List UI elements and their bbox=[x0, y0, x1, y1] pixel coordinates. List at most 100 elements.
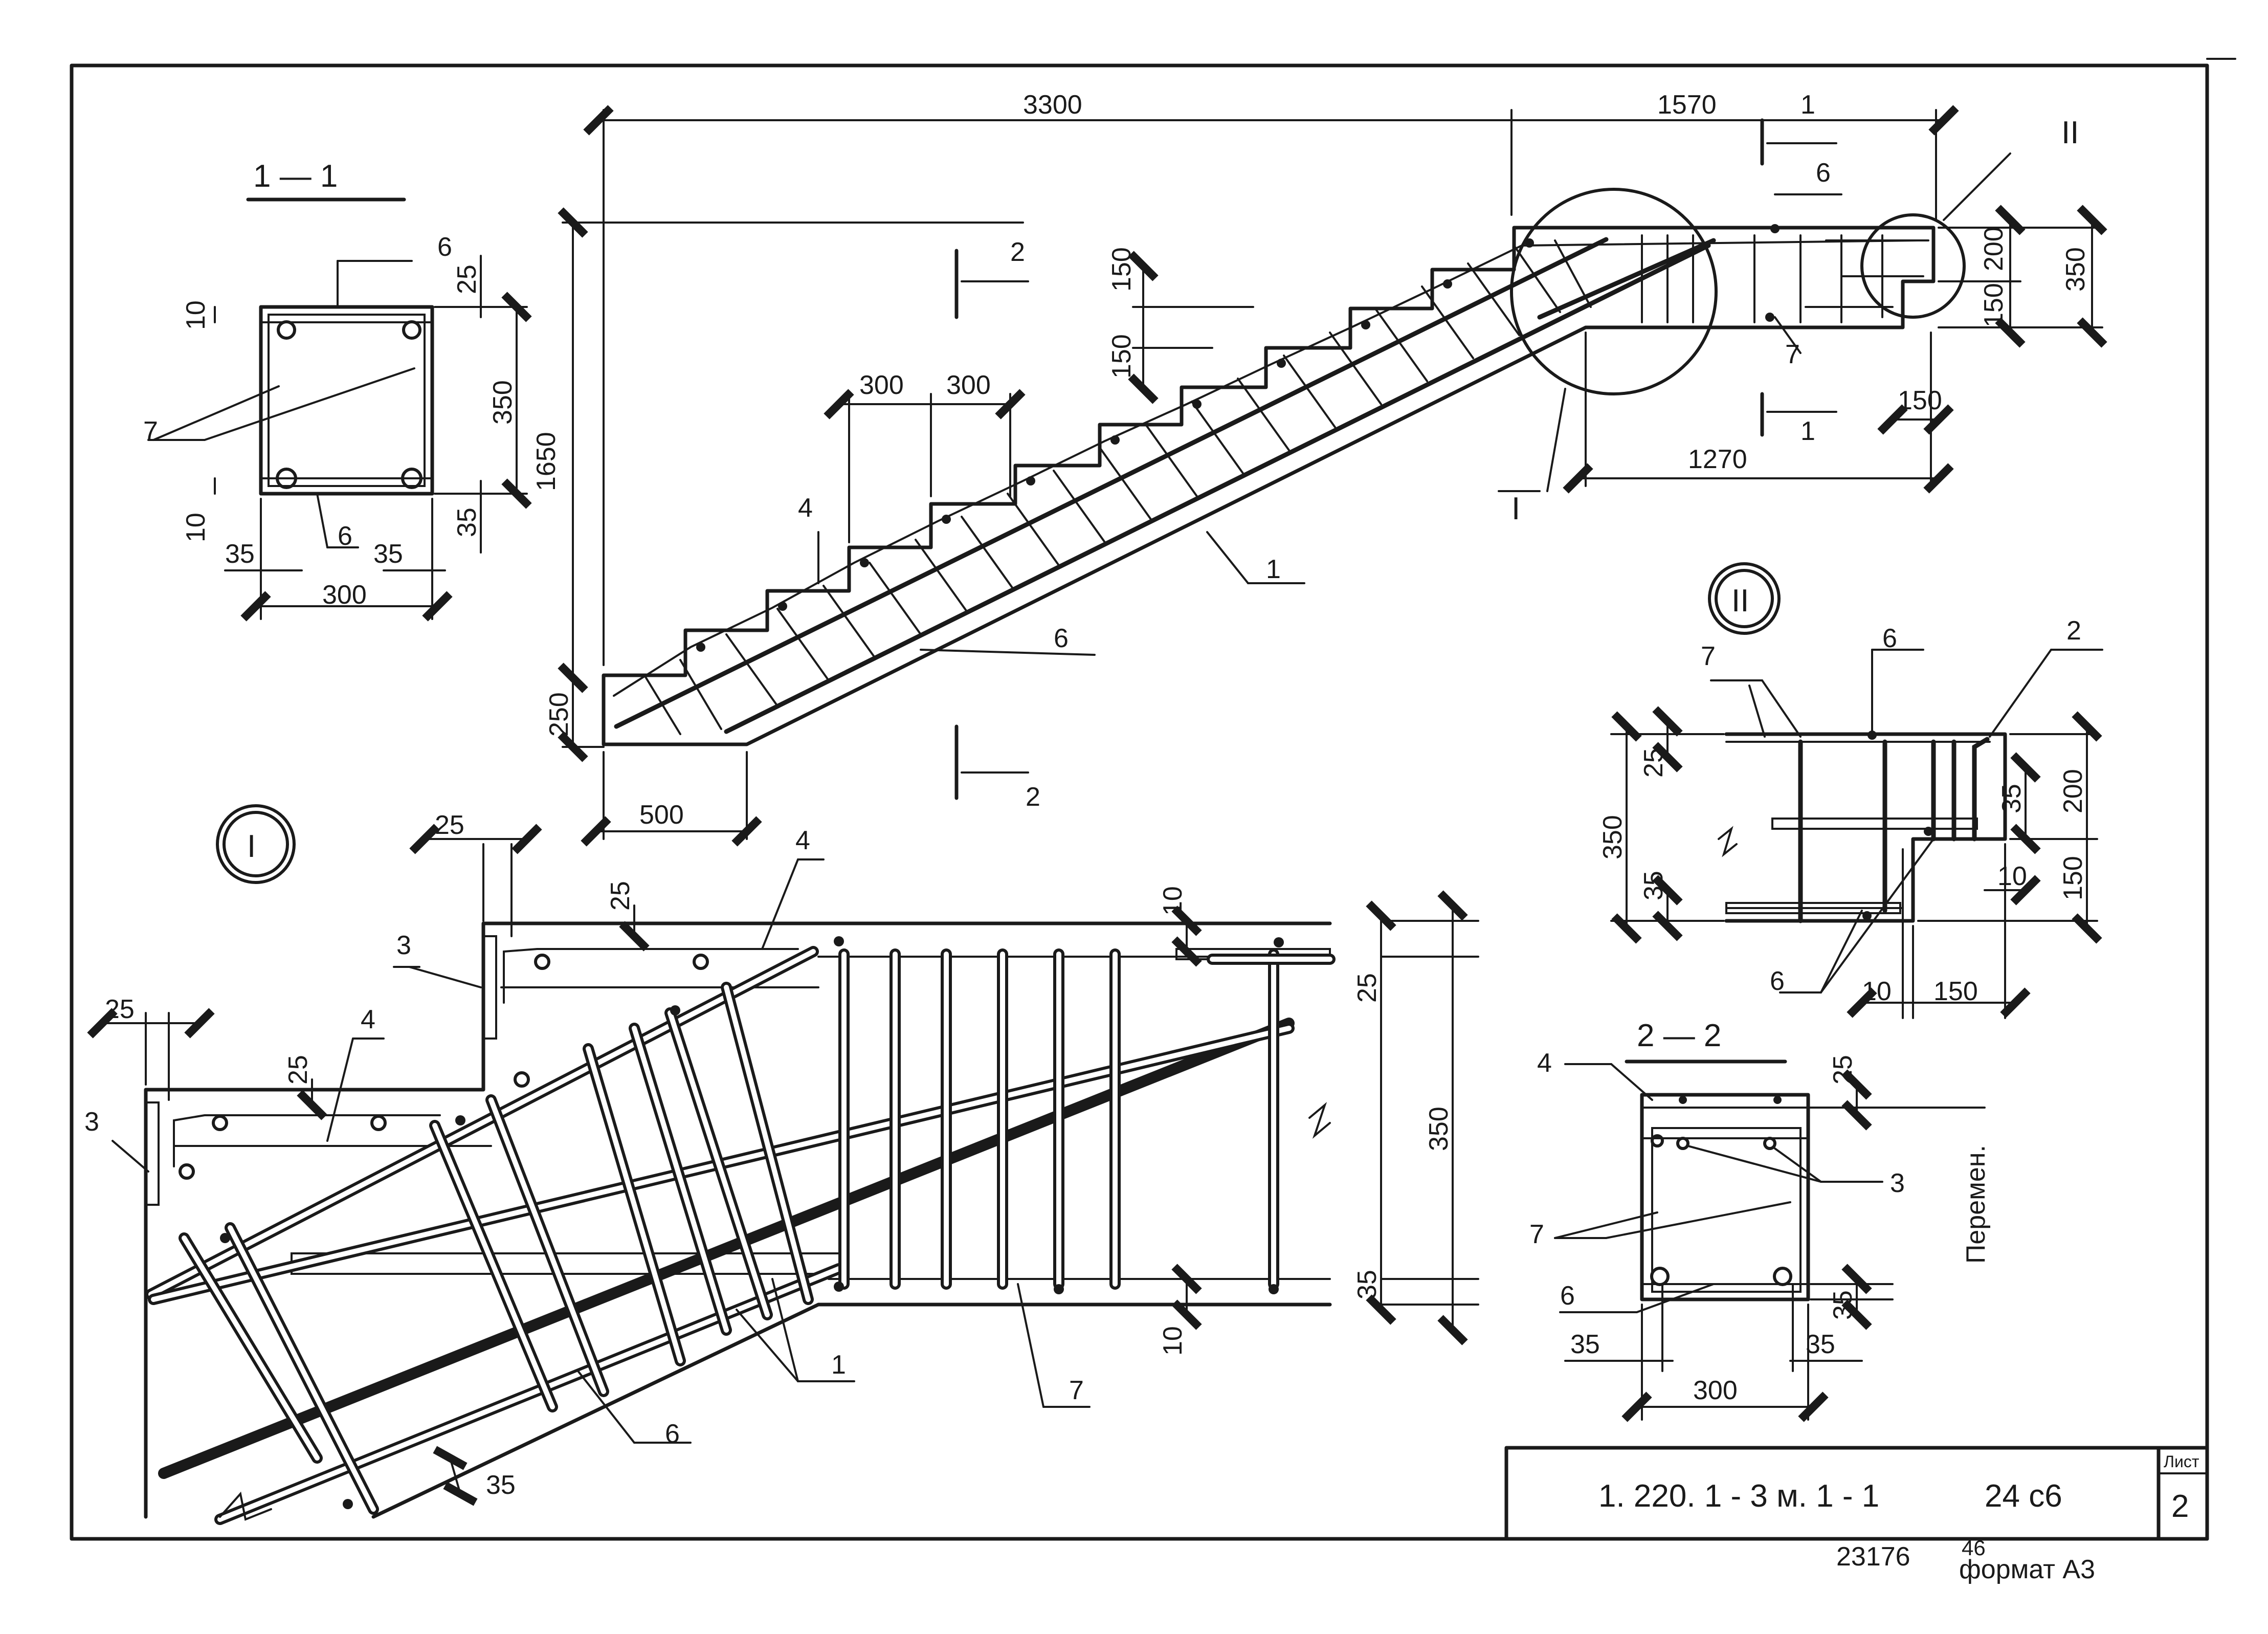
sheet-format: формат А3 bbox=[1959, 1555, 2095, 1584]
dim-landing-bottom: 1270 bbox=[1688, 445, 1747, 474]
s22-dim-35-right: 35 bbox=[1806, 1330, 1835, 1359]
n2-pos-6-top: 6 bbox=[1882, 624, 1897, 653]
dim-tread-1: 300 bbox=[859, 370, 904, 400]
s22-pos-4: 4 bbox=[1537, 1048, 1552, 1078]
n1-pos-1: 1 bbox=[831, 1350, 846, 1380]
dim-step-h1: 150 bbox=[1107, 247, 1137, 292]
label-pos-6-top: 6 bbox=[1816, 158, 1831, 188]
n1-dim-10-b: 10 bbox=[1158, 1326, 1188, 1356]
rebar-dots bbox=[696, 224, 1780, 652]
section-cut-markers bbox=[954, 118, 1837, 800]
n1-pos-3-top: 3 bbox=[396, 931, 411, 960]
section-1-1-title: 1 — 1 bbox=[253, 159, 338, 194]
n2-dim-10: 10 bbox=[1997, 862, 2027, 891]
s11-right-35: 35 bbox=[373, 539, 403, 569]
sheet-label: Лист bbox=[2164, 1452, 2199, 1471]
s11-left-35: 35 bbox=[225, 539, 255, 569]
n1-pos-7: 7 bbox=[1069, 1376, 1084, 1405]
node-2-detail: II bbox=[1598, 562, 2103, 1019]
label-pos-4: 4 bbox=[798, 493, 813, 523]
sheet-frame bbox=[70, 58, 2236, 1541]
title-block: 1. 220. 1 - 3 м. 1 - 1 24 с6 Лист 2 2317… bbox=[1504, 1446, 2209, 1584]
s22-dim-300: 300 bbox=[1693, 1376, 1738, 1405]
s11-pos-7: 7 bbox=[143, 416, 158, 446]
stirrups bbox=[643, 234, 1894, 735]
dim-landing-height: 350 bbox=[2061, 247, 2091, 292]
s22-dim-35-left: 35 bbox=[1570, 1330, 1600, 1359]
sheet-number: 2 bbox=[2171, 1489, 2189, 1524]
s22-pos-7: 7 bbox=[1529, 1220, 1544, 1249]
label-pos-1: 1 bbox=[1266, 555, 1281, 584]
inventory-suffix: 46 bbox=[1962, 1536, 1986, 1560]
dim-landing: 1570 bbox=[1657, 90, 1717, 120]
n1-dim-35-bottom: 35 bbox=[486, 1470, 516, 1500]
section-2-2: 2 — 2 4 3 7 6 bbox=[1529, 1018, 1991, 1422]
n1-pos-4-top: 4 bbox=[795, 826, 810, 855]
n2-dim-350: 350 bbox=[1598, 815, 1628, 859]
dim-total-length: 3300 bbox=[1023, 90, 1082, 120]
s22-dim-25: 25 bbox=[1828, 1055, 1858, 1085]
inventory-number: 23176 bbox=[1836, 1542, 1910, 1572]
label-pos-7: 7 bbox=[1785, 340, 1800, 369]
n1-dim-25-d: 25 bbox=[283, 1055, 313, 1085]
n2-pos-2: 2 bbox=[2066, 616, 2081, 646]
n1-dim-35-right: 35 bbox=[1352, 1270, 1382, 1299]
s22-dim-35: 35 bbox=[1828, 1290, 1858, 1320]
n2-dim-150-vertical: 150 bbox=[2058, 856, 2088, 900]
dim-landing-150b: 150 bbox=[1979, 283, 2009, 327]
n2-dim-35-right: 35 bbox=[1997, 784, 2027, 813]
dim-bottom-height: 250 bbox=[544, 692, 574, 737]
cut-1-bottom: 1 bbox=[1800, 416, 1815, 446]
drawing-code: 24 с6 bbox=[1985, 1478, 2062, 1514]
cut-2-top: 2 bbox=[1010, 237, 1025, 267]
s11-cover-35: 35 bbox=[452, 507, 482, 537]
n1-pos-3-left: 3 bbox=[84, 1107, 99, 1137]
main-dimensions bbox=[558, 105, 2107, 847]
n1-dim-350: 350 bbox=[1424, 1107, 1454, 1151]
node-2-title: II bbox=[1731, 583, 1749, 619]
s11-cover-10-top: 10 bbox=[181, 300, 211, 330]
node-1-detail: I bbox=[84, 804, 1479, 1525]
s11-width: 300 bbox=[322, 580, 367, 610]
n2-dim-200: 200 bbox=[2058, 769, 2088, 813]
section-1-1: 1 — 1 6 6 7 300 350 25 35 10 bbox=[143, 159, 532, 622]
dim-landing-200: 200 bbox=[1979, 227, 2009, 271]
n1-dim-25-right: 25 bbox=[1352, 973, 1382, 1003]
dim-step-h2: 150 bbox=[1107, 334, 1137, 379]
node-2-marker bbox=[1860, 213, 1966, 319]
node-1-title: I bbox=[247, 829, 256, 864]
stringer-outline bbox=[602, 226, 1936, 746]
n1-dim-25-c: 25 bbox=[606, 881, 635, 911]
s11-pos-6-bottom: 6 bbox=[338, 521, 352, 551]
node-1-marker bbox=[1510, 188, 1718, 395]
dim-height: 1650 bbox=[531, 432, 561, 491]
drawing-designation: 1. 220. 1 - 3 м. 1 - 1 bbox=[1598, 1478, 1879, 1514]
n1-pos-6: 6 bbox=[665, 1419, 680, 1449]
s11-pos-6-top: 6 bbox=[437, 232, 452, 262]
s22-pos-3: 3 bbox=[1890, 1168, 1905, 1198]
dim-tread-2: 300 bbox=[946, 370, 991, 400]
stair-main-view: 3300 1570 1 1 2 2 1650 250 500 300 300 1… bbox=[531, 90, 2107, 847]
s22-pos-6: 6 bbox=[1560, 1281, 1575, 1311]
s11-cover-10-bottom: 10 bbox=[181, 513, 211, 542]
s11-height: 350 bbox=[488, 380, 518, 425]
n2-pos-6-bottom: 6 bbox=[1770, 966, 1785, 996]
n1-pos-4-left: 4 bbox=[361, 1005, 375, 1034]
n1-dim-10-a: 10 bbox=[1158, 886, 1188, 916]
n1-dim-25-a: 25 bbox=[435, 810, 464, 840]
n1-dim-25-b: 25 bbox=[105, 995, 135, 1024]
dim-landing-150: 150 bbox=[1898, 386, 1942, 415]
dim-bottom-length: 500 bbox=[639, 800, 684, 830]
n2-pos-7: 7 bbox=[1701, 642, 1716, 671]
node-2-label: II bbox=[2061, 115, 2079, 150]
cut-2-bottom: 2 bbox=[1026, 782, 1040, 812]
n2-dim-10-bottom: 10 bbox=[1862, 977, 1892, 1006]
n2-dim-150-horizontal: 150 bbox=[1933, 977, 1978, 1006]
section-2-2-title: 2 — 2 bbox=[1637, 1018, 1721, 1053]
node-1-stirrups bbox=[179, 948, 1279, 1515]
n2-dim-35-left: 35 bbox=[1639, 871, 1669, 900]
node-1-label: I bbox=[1511, 491, 1520, 526]
s11-cover-25: 25 bbox=[452, 264, 482, 294]
s22-variable-label: Перемен. bbox=[1961, 1145, 1991, 1264]
